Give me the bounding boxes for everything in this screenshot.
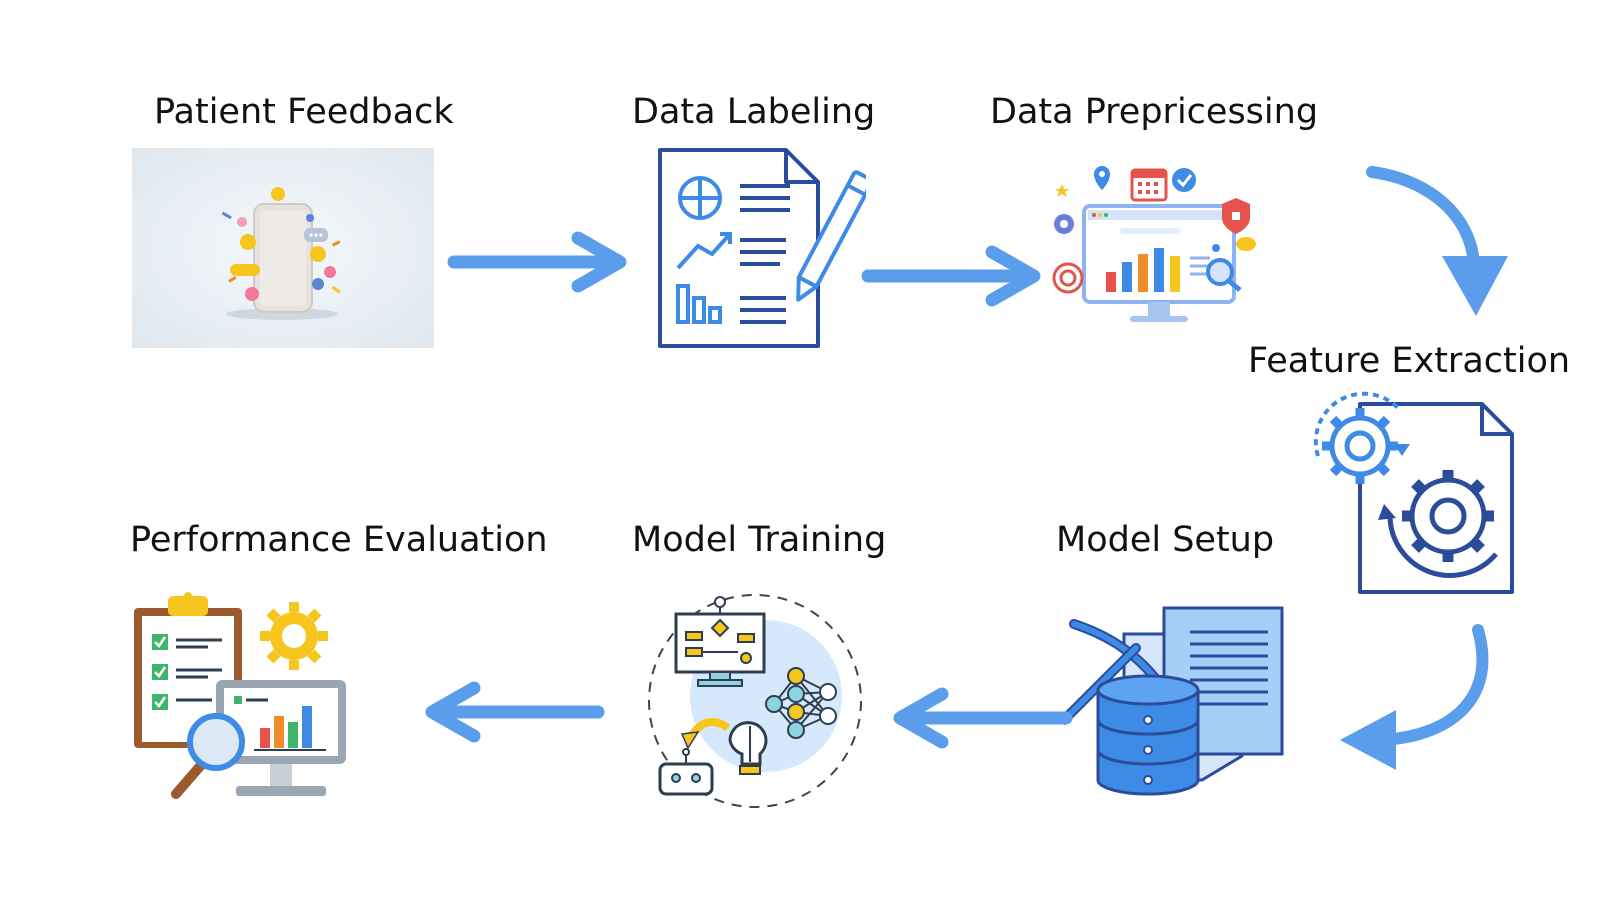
- label-performance-evaluation: Performance Evaluation: [130, 520, 548, 560]
- arrow-right-icon: [861, 245, 1041, 307]
- social-media-phone-icon: [132, 148, 434, 348]
- clipboard-analytics-icon: [132, 592, 354, 818]
- database-pickaxe-icon: [1064, 604, 1286, 814]
- arrow-left-icon: [893, 687, 1073, 749]
- label-patient-feedback: Patient Feedback: [154, 92, 454, 132]
- label-feature-extraction: Feature Extraction: [1248, 341, 1571, 381]
- arrow-curve-left-icon: [1340, 624, 1489, 770]
- arrow-left-icon: [425, 681, 605, 743]
- arrow-curve-down-icon: [1366, 166, 1508, 316]
- label-model-training: Model Training: [632, 520, 887, 560]
- analytics-monitor-icon: [1050, 162, 1290, 332]
- label-data-preprocessing: Data Prepricessing: [990, 92, 1319, 132]
- label-data-labeling: Data Labeling: [632, 92, 876, 132]
- arrow-right-icon: [447, 231, 627, 293]
- ai-network-icon: [646, 592, 864, 810]
- document-pencil-icon: [656, 146, 866, 352]
- label-model-setup: Model Setup: [1056, 520, 1275, 560]
- gear-document-icon: [1298, 386, 1518, 596]
